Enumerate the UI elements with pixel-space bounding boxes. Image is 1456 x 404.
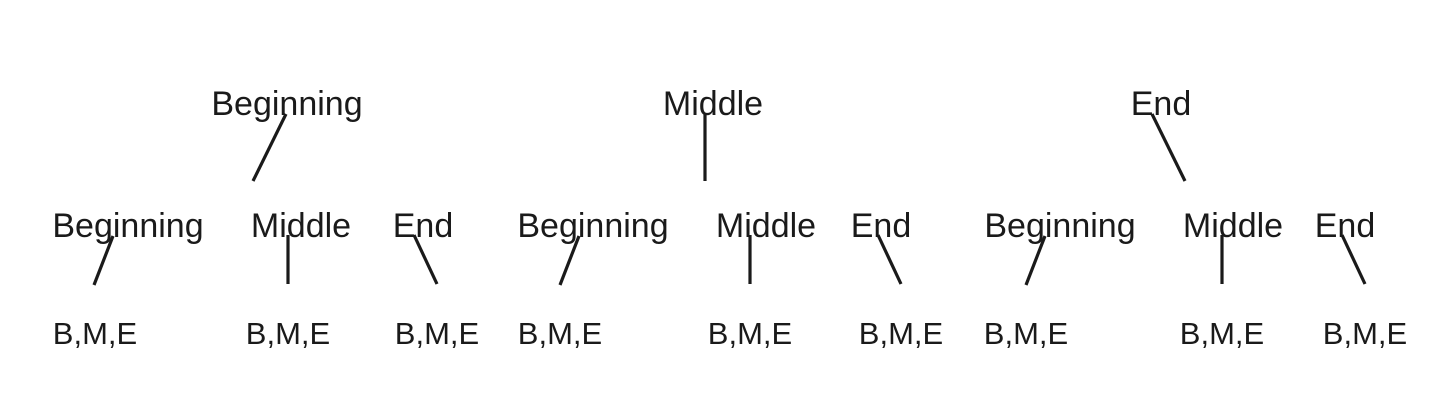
leaf-label-group-middle-middle: B,M,E	[707, 316, 793, 351]
leaf-label-group-end-end: B,M,E	[1322, 316, 1408, 351]
mid-label-group-end-end: End	[1314, 207, 1376, 245]
mid-label-group-middle-beginning: Beginning	[517, 207, 669, 245]
root-edge-group-beginning-slash	[251, 113, 288, 182]
leaf-label-group-beginning-beginning: B,M,E	[52, 316, 138, 351]
mid-label-group-beginning-beginning: Beginning	[52, 207, 204, 245]
mid-label-group-beginning-end: End	[392, 207, 454, 245]
leaf-label-group-middle-beginning: B,M,E	[517, 316, 603, 351]
root-label-group-beginning: Beginning	[211, 85, 363, 123]
mid-label-group-middle-end: End	[850, 207, 912, 245]
leaf-label-group-end-middle: B,M,E	[1179, 316, 1265, 351]
root-label-group-end: End	[1130, 85, 1192, 123]
mid-label-group-end-beginning: Beginning	[984, 207, 1136, 245]
mid-label-group-end-middle: Middle	[1182, 207, 1284, 245]
leaf-label-group-end-beginning: B,M,E	[983, 316, 1069, 351]
leaf-label-group-beginning-middle: B,M,E	[245, 316, 331, 351]
root-edge-group-end-backslash	[1150, 113, 1187, 182]
leaf-label-group-beginning-end: B,M,E	[394, 316, 480, 351]
leaf-label-group-middle-end: B,M,E	[858, 316, 944, 351]
mid-label-group-beginning-middle: Middle	[250, 207, 352, 245]
root-label-group-middle: Middle	[662, 85, 764, 123]
mid-label-group-middle-middle: Middle	[715, 207, 817, 245]
